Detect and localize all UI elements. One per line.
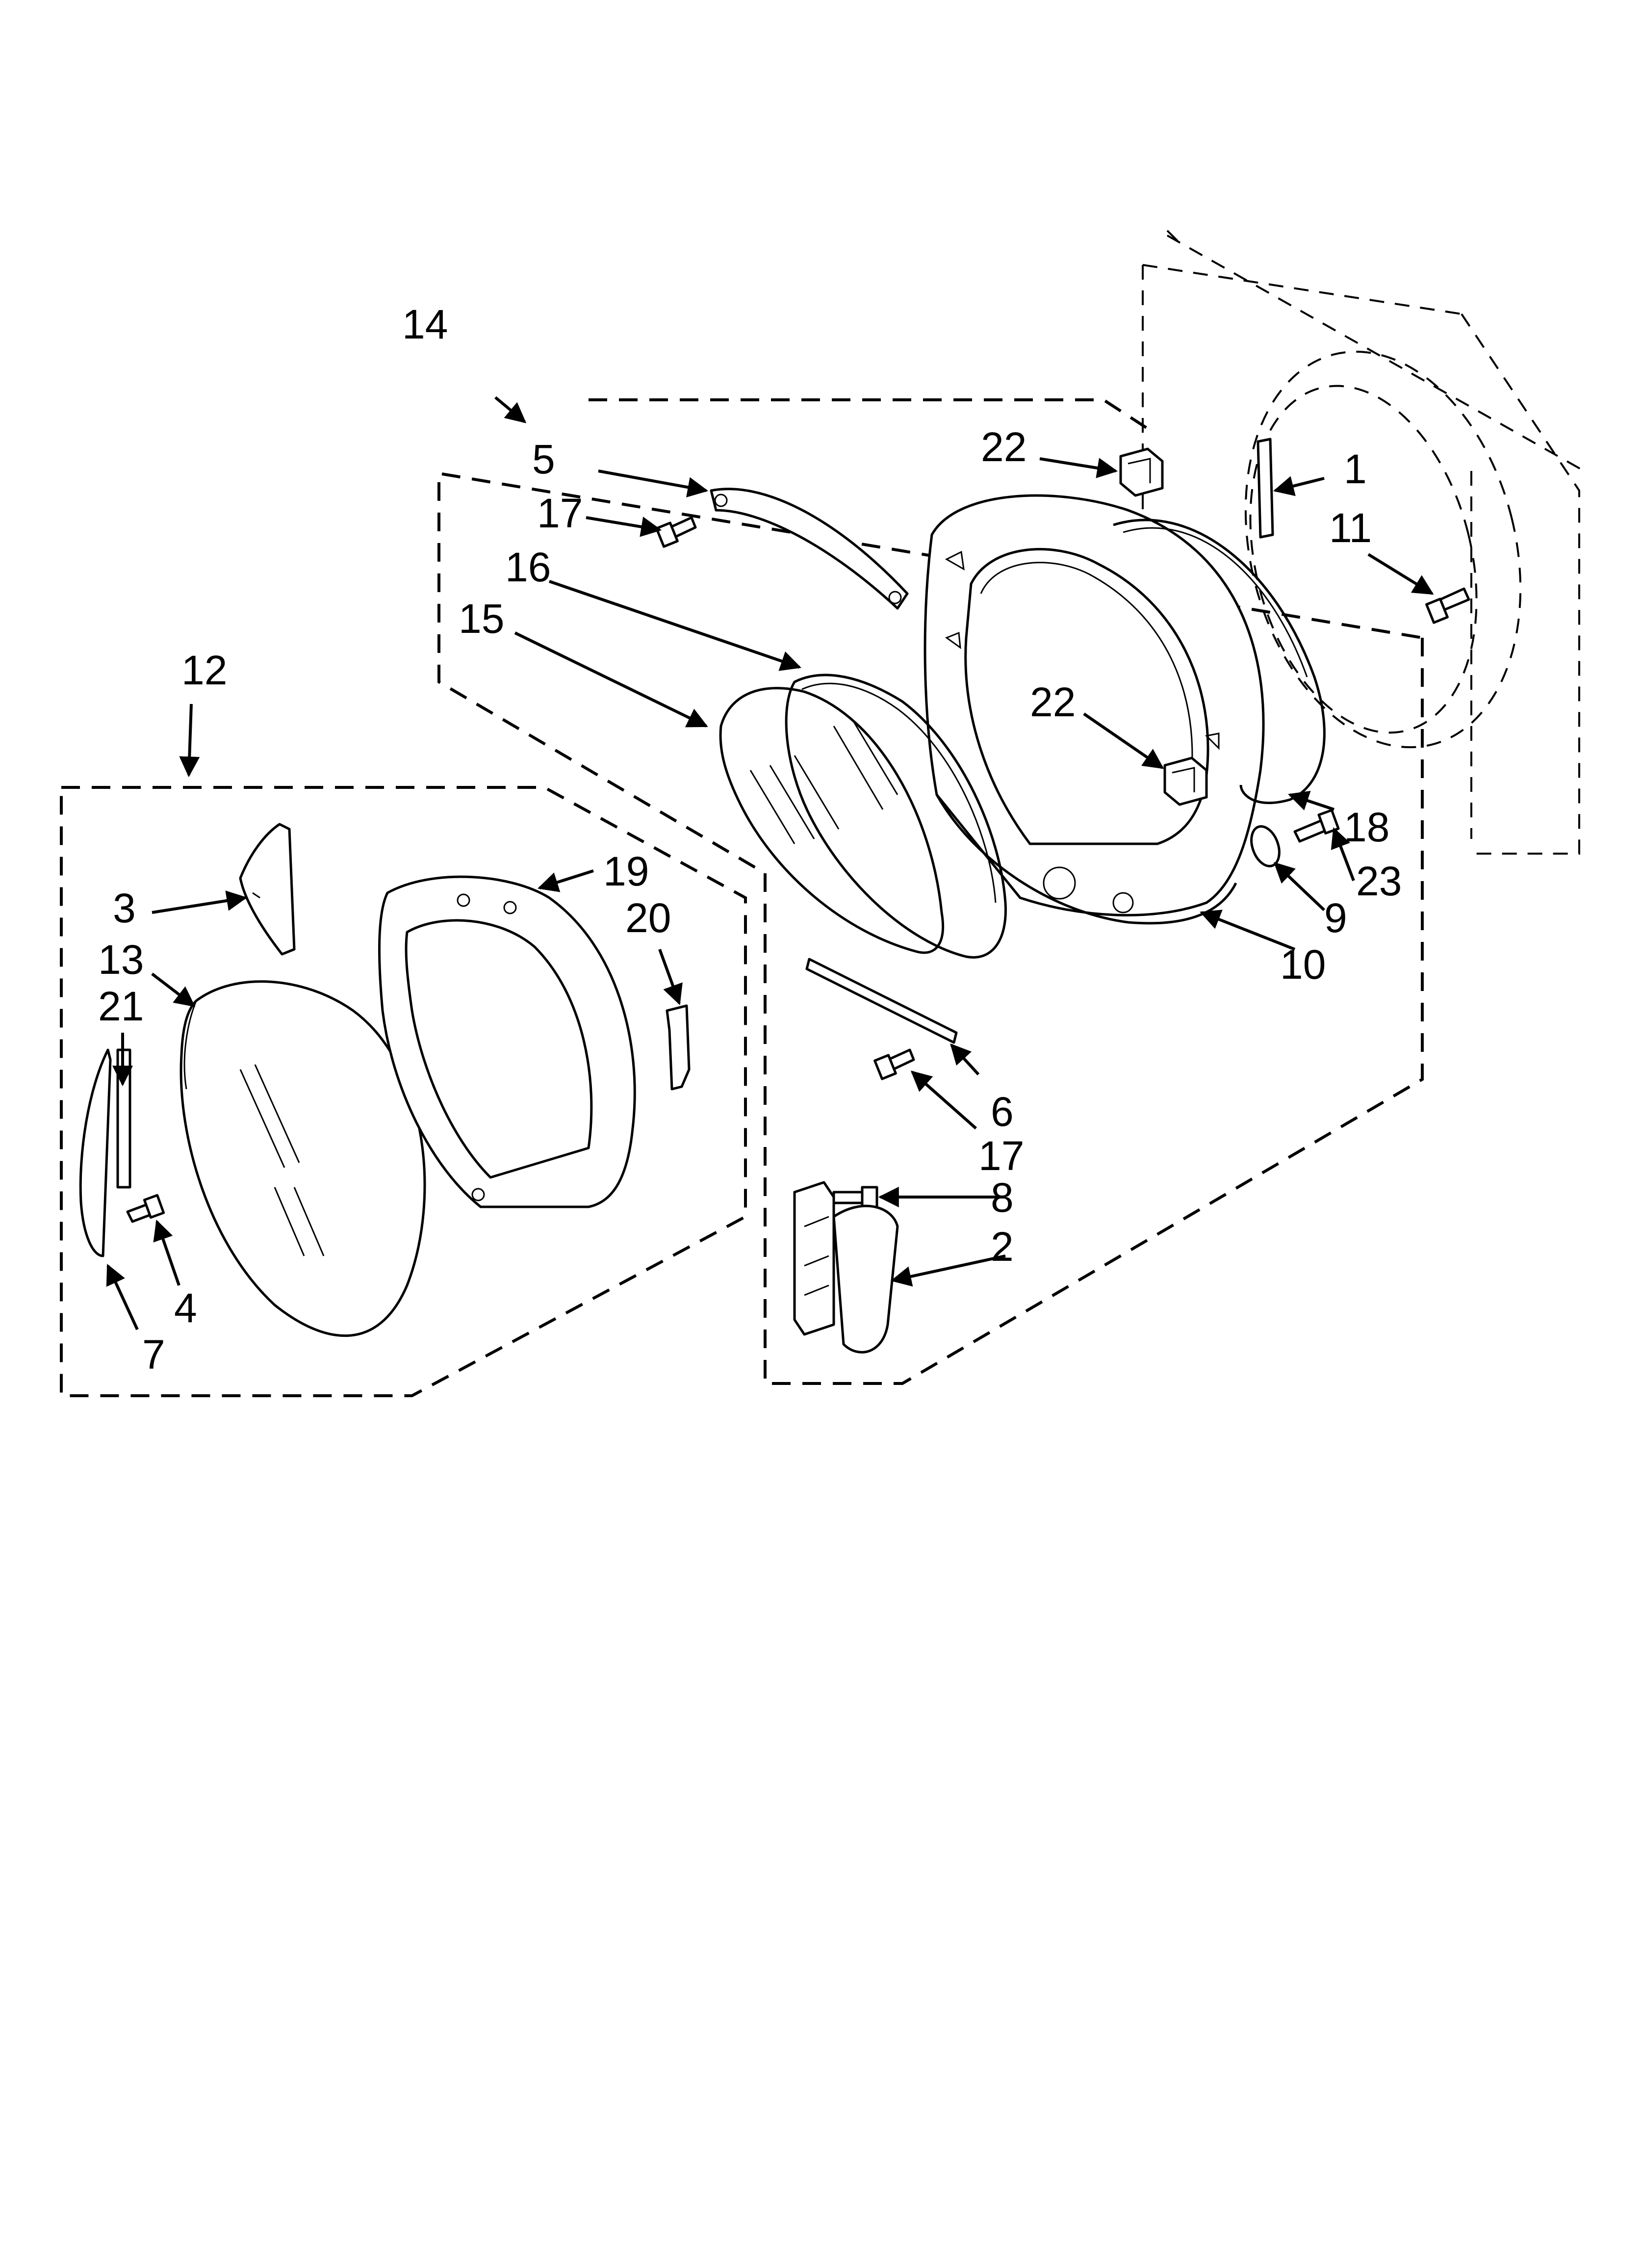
trim-piece-part — [239, 823, 296, 956]
clip-part — [666, 1004, 691, 1091]
callout-17-upper: 17 — [537, 490, 583, 536]
callout-15: 15 — [459, 596, 504, 642]
screw-17-upper — [655, 516, 697, 548]
glass-seal-part — [785, 674, 1007, 959]
screw-11 — [1425, 587, 1470, 624]
callout-16: 16 — [505, 544, 551, 590]
inner-glass-part — [719, 687, 945, 954]
callout-18: 18 — [1344, 804, 1389, 850]
callout-11: 11 — [1329, 505, 1372, 551]
callout-17-lower: 17 — [978, 1133, 1024, 1179]
callout-9: 9 — [1324, 895, 1347, 941]
screw-8 — [832, 1186, 878, 1209]
callout-22-lower: 22 — [1030, 679, 1076, 725]
callout-6: 6 — [991, 1089, 1014, 1135]
front-panel-part — [924, 494, 1265, 925]
callout-4: 4 — [174, 1285, 197, 1331]
door-frame-part — [378, 875, 636, 1208]
latch-block-lower — [1163, 756, 1208, 806]
callout-12: 12 — [181, 647, 227, 693]
flat-bar-part — [805, 958, 958, 1044]
callout-labels: 14 5 17 16 15 22 1 11 22 18 23 9 10 12 1… — [98, 301, 1402, 1378]
callout-3: 3 — [113, 885, 136, 931]
callout-21: 21 — [98, 983, 144, 1029]
callout-22-upper: 22 — [981, 424, 1026, 470]
callout-7: 7 — [142, 1331, 165, 1378]
callout-13: 13 — [98, 937, 144, 983]
screw-23 — [1293, 808, 1340, 843]
strip-part — [1257, 438, 1274, 539]
outer-door-glass-part — [180, 980, 426, 1337]
gasket-part — [1113, 519, 1326, 805]
callout-19: 19 — [603, 848, 649, 894]
small-bracket-part — [1250, 825, 1281, 867]
curved-bracket-part — [710, 488, 909, 610]
callout-23: 23 — [1356, 858, 1402, 904]
latch-block-upper — [1119, 447, 1164, 497]
callout-10: 10 — [1280, 941, 1326, 988]
callout-2: 2 — [991, 1224, 1014, 1270]
callout-20: 20 — [625, 895, 671, 941]
handle-cover-part — [79, 1048, 112, 1257]
callout-14: 14 — [402, 301, 448, 347]
leader-lines — [106, 396, 1434, 1330]
hinge-part — [793, 1181, 899, 1354]
screw-4 — [126, 1194, 165, 1223]
screw-17-lower — [873, 1048, 915, 1080]
callout-5: 5 — [532, 436, 555, 482]
callout-1: 1 — [1344, 446, 1367, 492]
callout-8: 8 — [991, 1174, 1014, 1221]
assembly-14-boundary — [437, 398, 1424, 1385]
